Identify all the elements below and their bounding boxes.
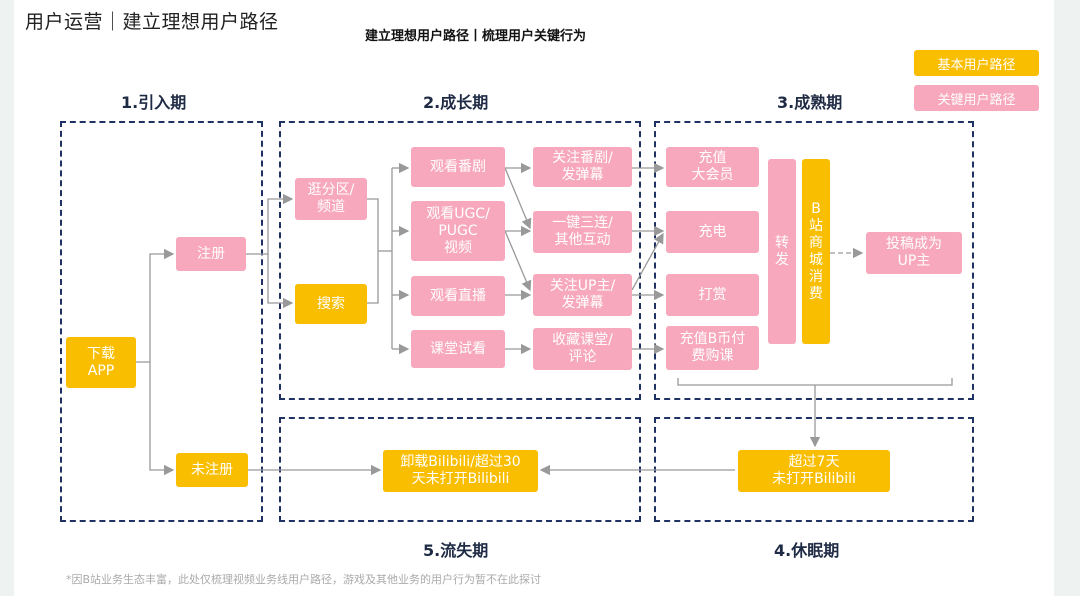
node-churn-30days: 卸载Bilibili/超过30 天未打开Bilibili bbox=[383, 450, 538, 492]
phase-label-growth: 2.成长期 bbox=[423, 93, 489, 112]
node-watch-ugc: 观看UGC/ PUGC 视频 bbox=[411, 201, 505, 261]
node-download-app: 下载 APP bbox=[66, 337, 136, 388]
region-mature bbox=[654, 121, 974, 400]
node-bcoin-course: 充值B币付 费购课 bbox=[666, 326, 759, 370]
phase-label-intro: 1.引入期 bbox=[121, 93, 187, 112]
node-register: 注册 bbox=[176, 237, 246, 271]
right-margin-band bbox=[1054, 0, 1080, 596]
node-reward: 打赏 bbox=[666, 274, 759, 316]
phase-label-dormant: 4.休眠期 bbox=[774, 541, 840, 560]
node-forward: 转 发 bbox=[768, 159, 796, 344]
node-become-creator: 投稿成为 UP主 bbox=[866, 232, 962, 274]
left-margin-band bbox=[0, 0, 14, 596]
node-browse-channel: 逛分区/ 频道 bbox=[295, 178, 367, 220]
node-vip-recharge: 充值 大会员 bbox=[666, 147, 759, 187]
node-triple-interact: 一键三连/ 其他互动 bbox=[533, 211, 632, 253]
node-dormant-7days: 超过7天 未打开Bilibili bbox=[738, 450, 890, 492]
phase-label-churn: 5.流失期 bbox=[423, 541, 489, 560]
region-intro bbox=[60, 121, 263, 522]
node-follow-anime: 关注番剧/ 发弹幕 bbox=[533, 147, 632, 187]
node-unregistered: 未注册 bbox=[176, 453, 248, 487]
node-mall-consume: B 站 商 城 消 费 bbox=[802, 159, 830, 344]
phase-label-mature: 3.成熟期 bbox=[777, 93, 843, 112]
diagram-subtitle: 建立理想用户路径丨梳理用户关键行为 bbox=[365, 29, 587, 44]
node-watch-live: 观看直播 bbox=[411, 276, 505, 316]
node-course-trial: 课堂试看 bbox=[411, 330, 505, 368]
footnote: *因B站业务生态丰富，此处仅梳理视频业务线用户路径，游戏及其他业务的用户行为暂不… bbox=[66, 573, 542, 586]
page-title: 用户运营｜建立理想用户路径 bbox=[25, 11, 279, 33]
region-growth bbox=[279, 121, 641, 400]
legend-basic-path: 基本用户路径 bbox=[914, 50, 1039, 76]
node-watch-anime: 观看番剧 bbox=[411, 147, 505, 187]
node-charge: 充电 bbox=[666, 211, 759, 253]
legend-key-path: 关键用户路径 bbox=[914, 85, 1039, 111]
node-follow-up: 关注UP主/ 发弹幕 bbox=[533, 274, 632, 316]
node-collect-course: 收藏课堂/ 评论 bbox=[533, 328, 632, 370]
node-search: 搜索 bbox=[295, 284, 367, 324]
